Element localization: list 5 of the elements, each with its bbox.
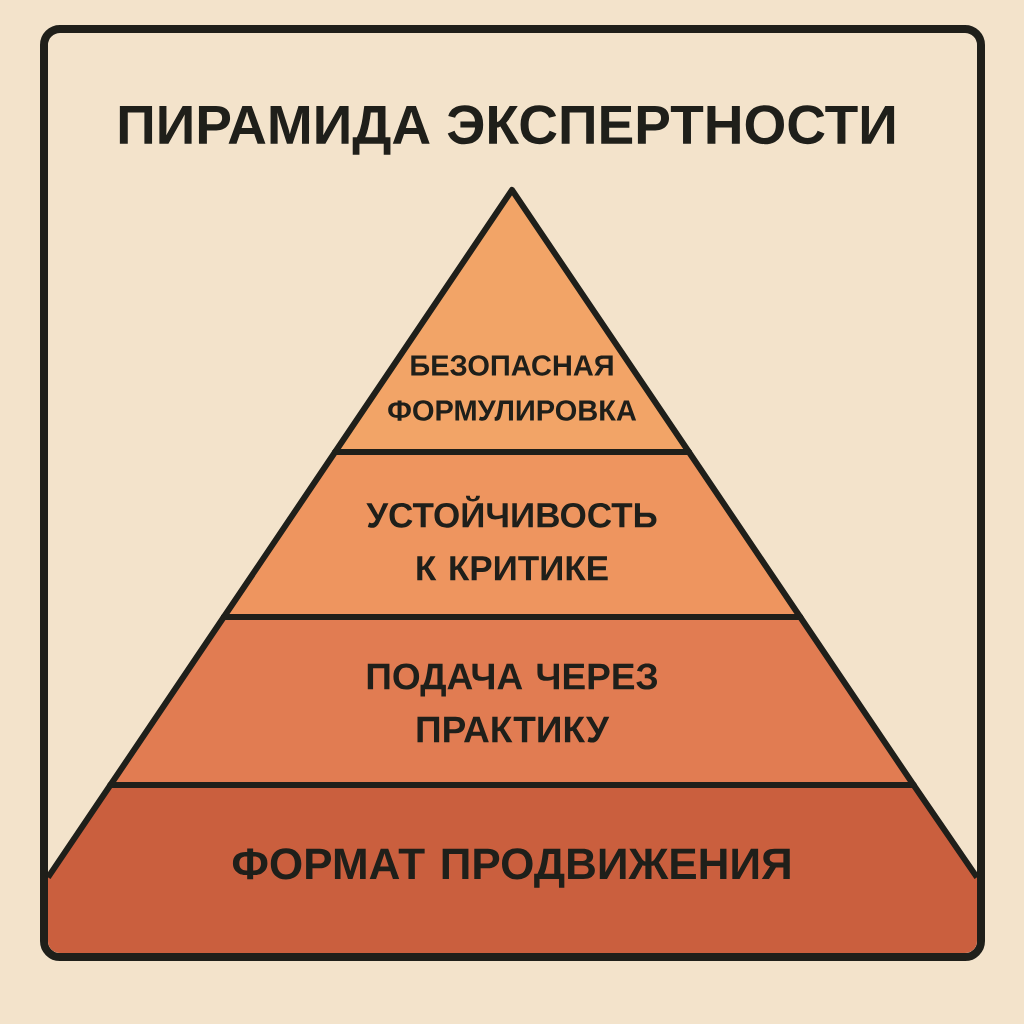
pyramid-tier: ФОРМАТ ПРОДВИЖЕНИЯ bbox=[45, 782, 980, 953]
pyramid-tier: БЕЗОПАСНАЯ ФОРМУЛИРОВКА bbox=[332, 187, 692, 455]
pyramid-tier: УСТОЙЧИВОСТЬ К КРИТИКЕ bbox=[220, 449, 804, 620]
title: ПИРАМИДА ЭКСПЕРТНОСТИ bbox=[119, 105, 895, 155]
pyramid-tier: ПОДАЧА ЧЕРЕЗ ПРАКТИКУ bbox=[107, 614, 917, 788]
